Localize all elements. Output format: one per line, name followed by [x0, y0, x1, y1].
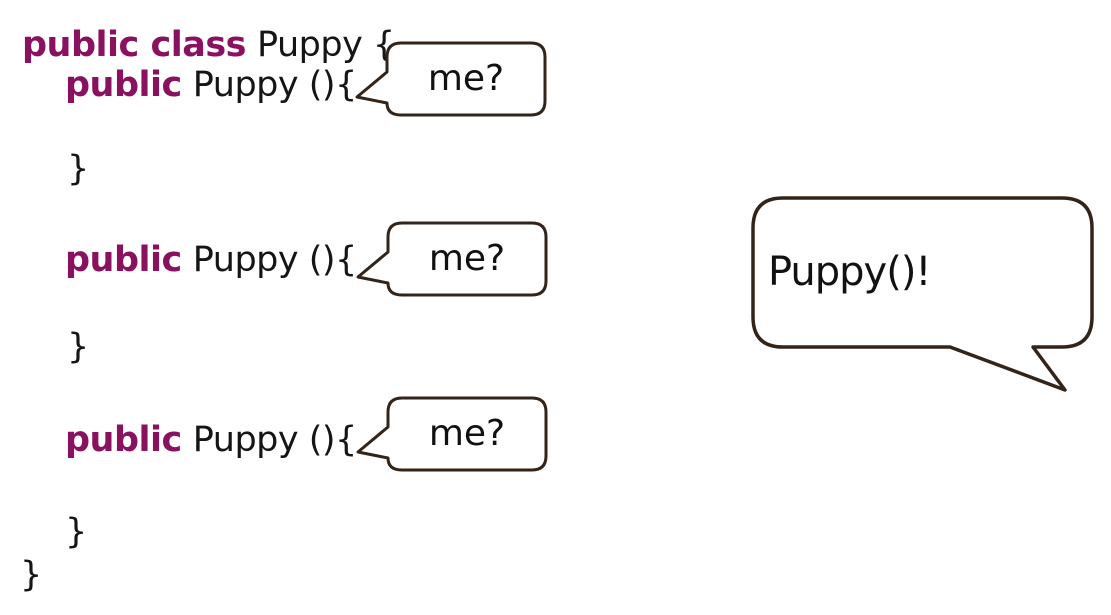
speech-bubble-me-1: [355, 41, 547, 117]
speech-bubble-me-3: [356, 396, 548, 472]
keyword-public-1: public: [65, 65, 182, 105]
bubble-text-me-2: me?: [428, 238, 506, 279]
keyword-public-class: public class: [22, 25, 246, 65]
keyword-public-2: public: [65, 240, 182, 280]
constructor-signature-3: Puppy (){: [192, 420, 358, 460]
keyword-public-3: public: [65, 420, 182, 460]
bubble-text-me-3: me?: [428, 413, 506, 454]
code-line-close-brace-1: }: [67, 149, 89, 189]
constructor-signature-2: Puppy (){: [192, 240, 358, 280]
bubble-text-answer: Puppy()!: [768, 249, 931, 295]
constructor-signature-1: Puppy (){: [192, 65, 358, 105]
speech-bubble-answer: [751, 196, 1094, 392]
bubble-text-me-1: me?: [427, 58, 505, 99]
code-line-class-close-brace: }: [20, 555, 42, 595]
speech-bubble-me-2: [356, 221, 548, 297]
code-line-close-brace-2: }: [67, 327, 89, 367]
speech-bubble-me-1-outline: [355, 41, 547, 117]
speech-bubble-answer-outline: [751, 196, 1094, 392]
code-line-close-brace-3: }: [65, 512, 87, 552]
speech-bubble-me-3-outline: [356, 396, 548, 472]
speech-bubble-me-2-outline: [356, 221, 548, 297]
